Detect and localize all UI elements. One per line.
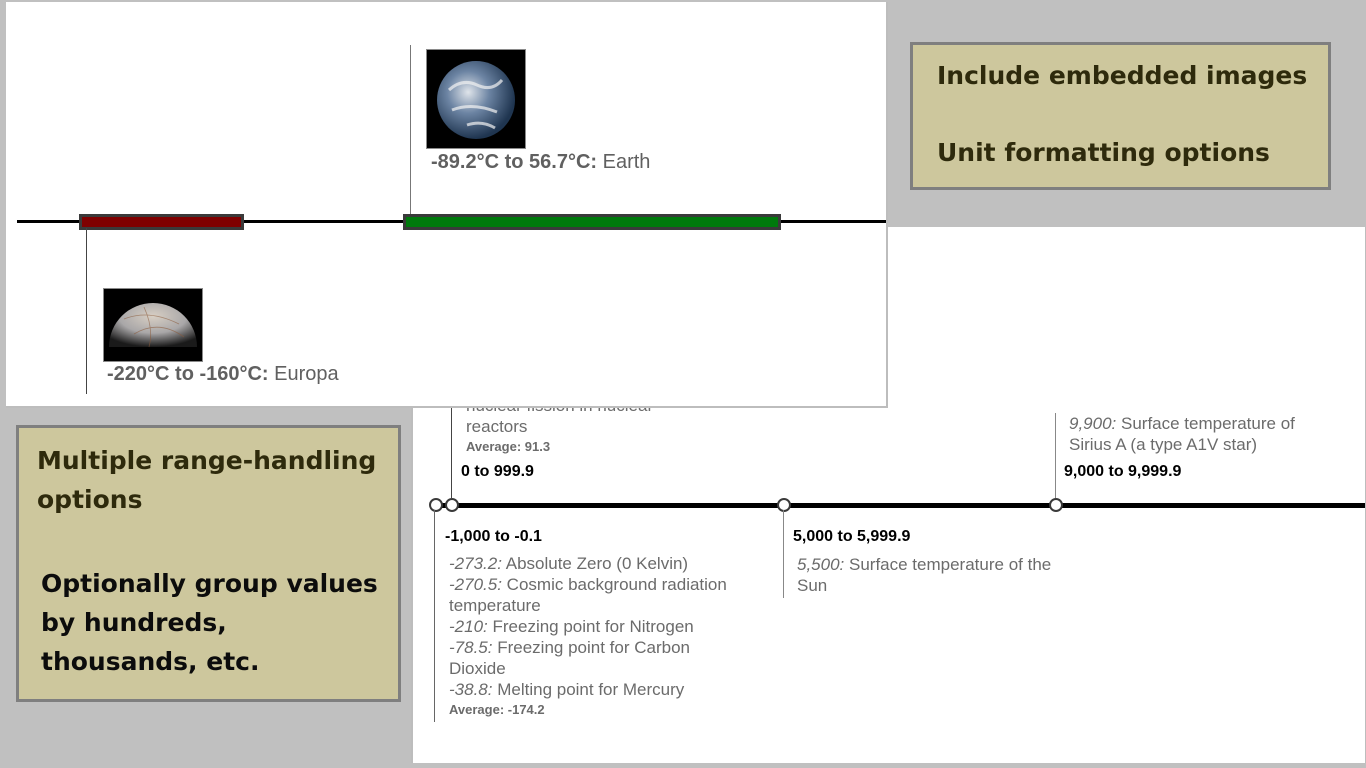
callout-text: Unit formatting options [937, 138, 1270, 167]
group-title: 0 to 999.9 [461, 463, 534, 480]
callout-text: Multiple range-handling options [37, 446, 377, 514]
entry: -38.8: Melting point for Mercury [449, 680, 685, 699]
group-marker[interactable] [429, 498, 443, 512]
entry: -273.2: Absolute Zero (0 Kelvin) [449, 554, 689, 573]
group-entries: -273.2: Absolute Zero (0 Kelvin) -270.5:… [449, 553, 729, 720]
group-connector [434, 510, 435, 722]
group-connector [783, 510, 784, 598]
group-marker[interactable] [777, 498, 791, 512]
entry: -78.5: Freezing point for Carbon Dioxide [449, 638, 690, 678]
group-title: -1,000 to -0.1 [445, 528, 542, 545]
feature-callout-right: Include embedded images Unit formatting … [910, 42, 1331, 190]
group-entries: 9,900: Surface temperature of Sirius A (… [1069, 413, 1339, 455]
entry: -210: Freezing point for Nitrogen [449, 617, 694, 636]
range-bar-earth[interactable] [403, 214, 781, 230]
earth-planet-image [426, 49, 526, 149]
group-connector [451, 377, 452, 498]
range-label-europa: -220°C to -160°C: Europa [107, 363, 339, 385]
range-label-earth: -89.2°C to 56.7°C: Earth [431, 151, 651, 173]
range-bar-europa[interactable] [79, 214, 244, 230]
feature-callout-left: Multiple range-handling options Optional… [16, 425, 401, 702]
europa-moon-image [103, 288, 203, 362]
group-title: 5,000 to 5,999.9 [793, 528, 911, 545]
group-connector [1055, 413, 1056, 498]
range-connector [86, 228, 87, 394]
group-average: Average: -174.2 [449, 702, 545, 717]
callout-text: Optionally group values by hundreds, tho… [41, 569, 378, 676]
entry: 5,500: Surface temperature of the Sun [797, 555, 1052, 595]
group-marker[interactable] [445, 498, 459, 512]
group-average: Average: 91.3 [466, 439, 551, 454]
group-marker[interactable] [1049, 498, 1063, 512]
range-timeline-panel: -220°C to -160°C: Europa -89.2°C to 56.7… [6, 2, 888, 408]
callout-text: Include embedded images [937, 61, 1308, 90]
range-connector [410, 45, 411, 214]
timeline-axis [433, 503, 1365, 508]
group-title: 9,000 to 9,999.9 [1064, 463, 1182, 480]
entry: -270.5: Cosmic background radiation temp… [449, 575, 727, 615]
group-entries: 5,500: Surface temperature of the Sun [797, 554, 1057, 596]
entry: 9,900: Surface temperature of Sirius A (… [1069, 414, 1295, 454]
